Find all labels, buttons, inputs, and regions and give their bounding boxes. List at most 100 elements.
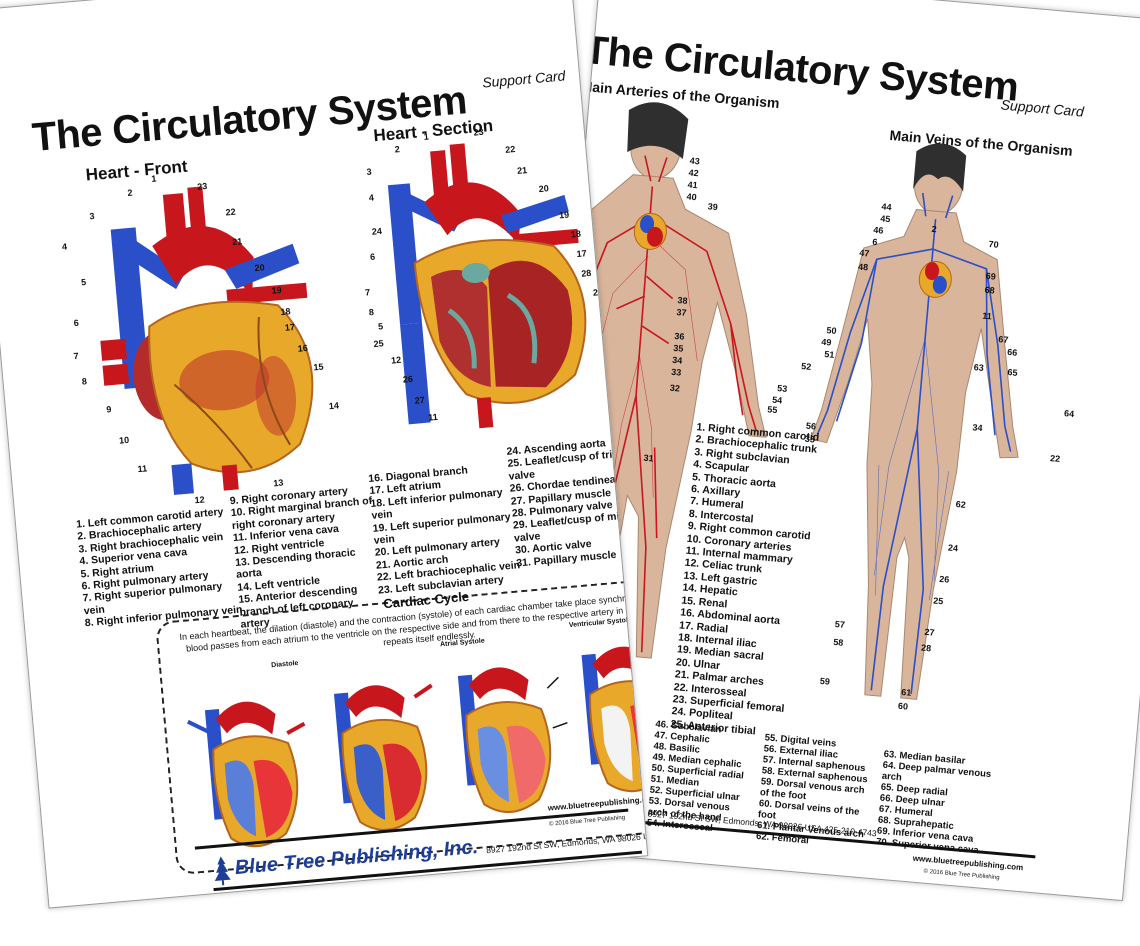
heart-number: 7: [73, 350, 80, 362]
vein-number: 69: [985, 270, 997, 282]
back-copyright: © 2016 Blue Tree Publishing: [923, 868, 1000, 882]
artery-number: 37: [676, 306, 687, 318]
section-number: 26: [402, 373, 414, 385]
section-number: 5: [377, 321, 384, 332]
heart-front-number-labels: 1 2 3 4 5 6 7 8 9 10 11 12 13 14 15 16 1…: [47, 171, 354, 514]
heart-number: 20: [254, 262, 265, 274]
section-number: 7: [364, 287, 371, 298]
section-number: 25: [373, 338, 385, 350]
vein-number: 55: [766, 404, 778, 416]
section-number: 20: [538, 183, 550, 195]
section-number: 8: [368, 306, 375, 318]
artery-number: 36: [673, 330, 685, 342]
section-number: 11: [427, 411, 439, 423]
veins-figure: [810, 143, 1019, 700]
section-number: 17: [576, 248, 587, 260]
vein-number: 24: [947, 542, 959, 554]
section-number: 6: [369, 251, 376, 263]
vein-number: 49: [821, 336, 832, 348]
vein-number: 28: [920, 642, 932, 654]
artery-number: 40: [686, 191, 698, 203]
front-support-card: The Circulatory System Support Card Hear…: [0, 0, 649, 909]
vein-number: 53: [776, 383, 788, 394]
section-number: 4: [368, 192, 375, 203]
heart-number: 22: [225, 206, 237, 218]
section-number: 28: [580, 267, 592, 279]
vein-number: 52: [800, 361, 812, 372]
heart-number: 16: [297, 342, 309, 354]
vein-number: 51: [823, 349, 835, 360]
artery-number: 35: [672, 342, 684, 354]
section-number: 21: [516, 165, 528, 176]
vein-legend-3: 63. Median basilar 64. Deep palmar venou…: [876, 749, 999, 858]
phase-label-diastole: Diastole: [270, 659, 299, 670]
back-support-card: The Circulatory System Support Card Main…: [523, 0, 1140, 902]
section-number: 2: [394, 144, 401, 155]
back-card-support-label: Support Card: [1000, 96, 1085, 120]
vein-number: 47: [858, 247, 870, 259]
section-number: 12: [390, 354, 402, 366]
artery-number: 42: [688, 167, 700, 179]
heart-number: 9: [105, 404, 112, 415]
vein-number: 25: [932, 595, 944, 607]
artery-number: 33: [670, 366, 682, 378]
heart-number: 13: [272, 477, 284, 489]
vein-number: 50: [826, 325, 837, 336]
vein-number: 63: [973, 362, 985, 373]
heart-number: 23: [196, 181, 208, 192]
artery-number: 43: [689, 155, 701, 167]
vein-number-labels: 44 45 46 2 70 6 47 48 69 68 11 67 66 65 …: [767, 201, 1140, 745]
section-number: 22: [504, 144, 516, 155]
section-number: 27: [414, 394, 426, 406]
section-number: 3: [366, 166, 373, 178]
vein-number: 6: [871, 236, 878, 248]
section-number: 1: [423, 131, 430, 142]
heart-front-illustration: [100, 186, 314, 496]
vein-number: 60: [897, 700, 909, 712]
vein-number: 62: [955, 499, 967, 510]
heart-number: 18: [280, 306, 291, 318]
heart-number: 2: [127, 187, 133, 198]
artery-number: 41: [687, 179, 699, 191]
heart-section-number-labels: 1 2 3 4 5 6 7 8 11 12 17 18 19 20 21 22 …: [344, 116, 631, 457]
front-card-support-label: Support Card: [481, 67, 566, 91]
heart-number: 12: [194, 494, 205, 506]
heart-front-heading: Heart - Front: [84, 156, 189, 185]
heart-number: 3: [89, 210, 95, 222]
vein-number: 11: [981, 310, 993, 322]
artery-number: 39: [707, 201, 719, 213]
artery-number: 38: [677, 295, 688, 306]
heart-number: 11: [137, 463, 148, 475]
artery-legend: 1. Right common carotid 2. Brachiocephal…: [670, 421, 856, 744]
heart-number: 14: [328, 400, 340, 412]
heart-number: 17: [284, 321, 296, 333]
heart-number: 4: [61, 241, 68, 252]
heart-number: 21: [231, 236, 243, 248]
artery-number: 34: [671, 354, 683, 366]
heart-number: 6: [73, 317, 80, 329]
heart-number: 15: [313, 361, 324, 373]
vein-number: 44: [881, 201, 892, 213]
arteries-figure: [581, 102, 767, 659]
vein-number: 70: [988, 238, 1000, 250]
heart-legend-3: 16. Diagonal branch 17. Left atrium 18. …: [368, 460, 523, 596]
section-number: 19: [558, 209, 570, 221]
vein-number: 61: [900, 687, 912, 698]
vein-number: 68: [984, 284, 996, 296]
heart-number: 10: [118, 434, 130, 446]
section-number: 18: [570, 228, 582, 240]
artery-number: 32: [669, 382, 681, 394]
vein-number: 45: [879, 213, 891, 225]
vein-number: 27: [924, 626, 935, 638]
cardiac-cycle-hearts: [186, 646, 649, 848]
section-number: 23: [473, 126, 485, 138]
vein-number: 67: [997, 334, 1009, 345]
heart-number: 19: [271, 284, 283, 296]
tree-logo-icon: [211, 854, 234, 888]
vein-number: 26: [938, 573, 950, 585]
heart-number: 5: [80, 276, 87, 288]
heart-number: 1: [150, 173, 157, 184]
heart-number: 8: [81, 376, 88, 387]
vein-number: 65: [1007, 367, 1018, 378]
vein-number: 64: [1063, 408, 1075, 419]
